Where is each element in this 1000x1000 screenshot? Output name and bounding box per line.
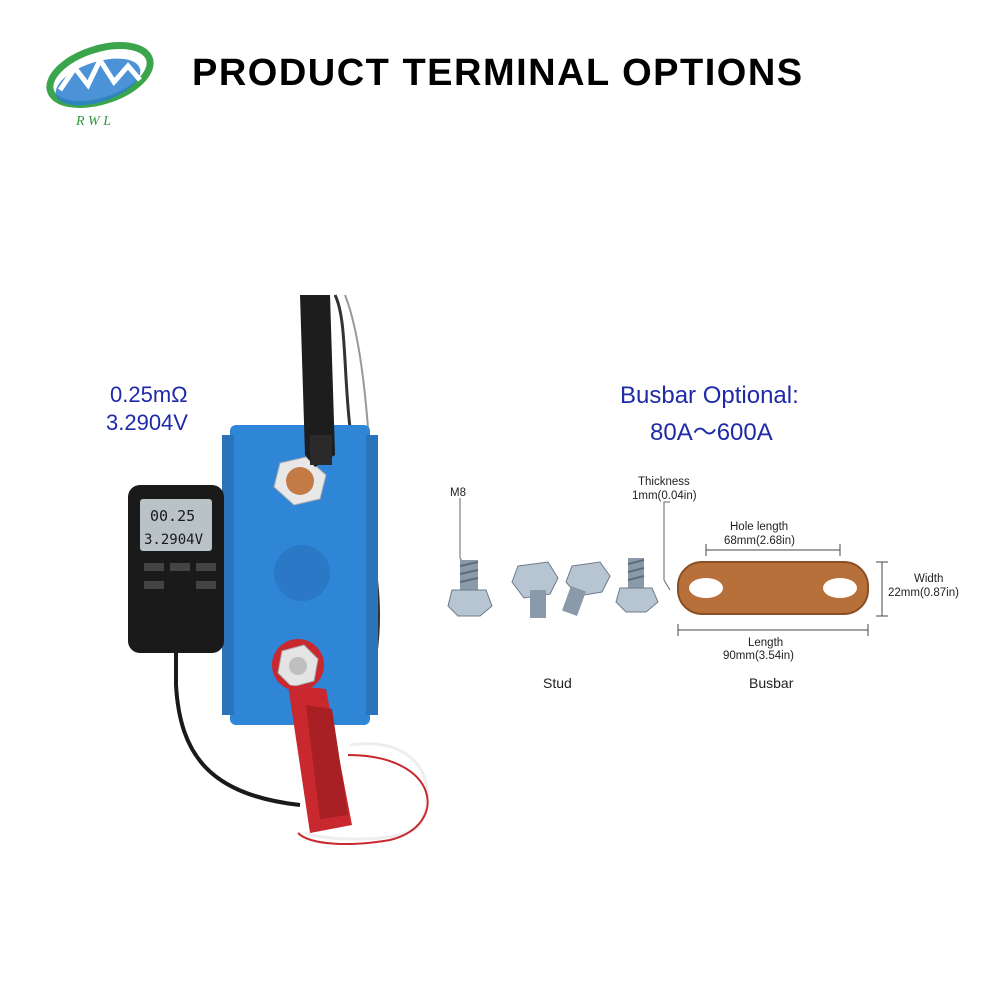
stud-caption: Stud [543, 675, 572, 691]
busbar-current-range: 80A～600A [650, 419, 773, 446]
length-label: Length [748, 637, 783, 649]
busbar-heading: Busbar Optional: [620, 382, 799, 409]
length-value: 90mm(3.54in) [723, 650, 794, 662]
stud-bolt-3 [562, 561, 611, 616]
stud-thread-label: M8 [450, 487, 466, 499]
terminal-parts-diagram: M8 Thickness 1mm(0.04in) Hole length 68m… [447, 476, 959, 649]
stud-bolt-1 [447, 560, 493, 617]
logo-text: R W L [75, 114, 111, 129]
battery-test-photo: 00.25 3.2904V [128, 294, 429, 845]
copper-busbar [678, 562, 868, 614]
resistance-reading: 0.25mΩ [110, 382, 188, 407]
meter-screen [140, 499, 212, 551]
stud-bolt-2 [511, 561, 559, 618]
thickness-value: 1mm(0.04in) [632, 490, 697, 502]
thickness-label: Thickness [638, 476, 690, 488]
busbar-hole-left [689, 578, 723, 598]
voltage-reading: 3.2904V [106, 410, 188, 435]
hole-length-value: 68mm(2.68in) [724, 535, 795, 547]
stud-bolt-4 [615, 558, 659, 613]
copper-terminal [286, 467, 314, 495]
width-label: Width [914, 573, 943, 585]
hole-length-label: Hole length [730, 521, 788, 533]
busbar-hole-right [823, 578, 857, 598]
meter-line2: 3.2904V [144, 532, 204, 548]
meter-line1: 00.25 [150, 507, 195, 525]
page-title: PRODUCT TERMINAL OPTIONS [192, 52, 804, 94]
aluminum-terminal [289, 657, 307, 675]
width-value: 22mm(0.87in) [888, 587, 959, 599]
company-logo: R W L [46, 42, 154, 129]
busbar-caption: Busbar [749, 675, 794, 691]
